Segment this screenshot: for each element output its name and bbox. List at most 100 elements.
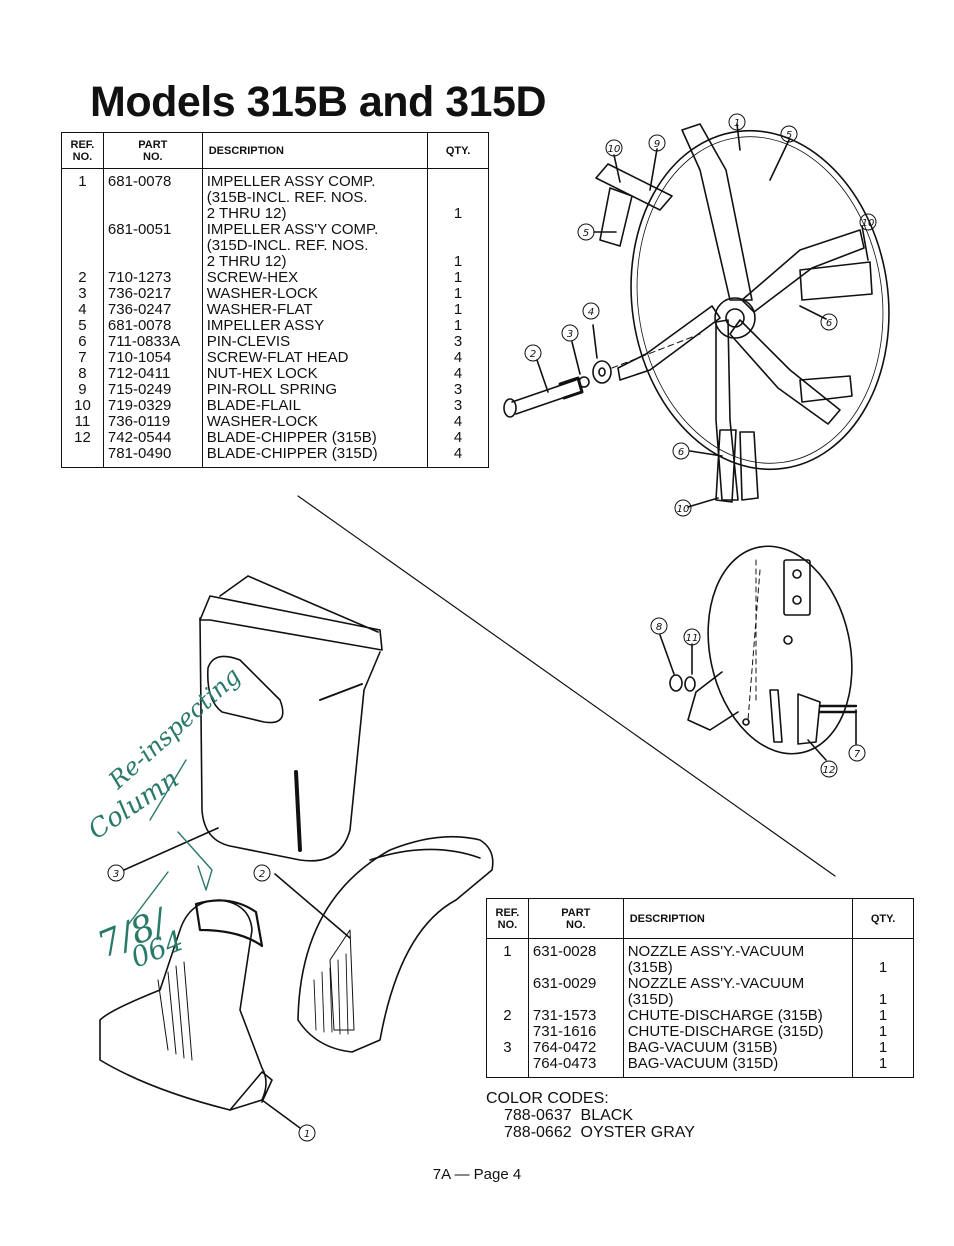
part-no-cell: 742-0544 (102, 430, 203, 446)
svg-text:6: 6 (826, 318, 832, 329)
qty-cell: 4 (427, 350, 489, 366)
qty-cell: 4 (427, 430, 489, 446)
description-cell: IMPELLER ASSY (201, 318, 429, 334)
color-codes-heading: COLOR CODES: (486, 1090, 609, 1107)
color-code-black: 788-0637 BLACK (504, 1107, 633, 1124)
ref-no-cell: 11 (61, 414, 104, 430)
qty-cell: 3 (427, 398, 489, 414)
header-description: DESCRIPTION (622, 898, 854, 939)
vacuum-callouts: 3 2 1 (107, 864, 316, 1142)
part-no-cell: 764-0473 (527, 1056, 624, 1072)
header-description: DESCRIPTION (201, 132, 429, 169)
svg-text:4: 4 (588, 307, 594, 318)
ref-no-cell: 2 (61, 270, 104, 286)
description-cell: WASHER-FLAT (201, 302, 429, 318)
description-cell: BAG-VACUUM (315B) (622, 1040, 854, 1056)
ref-no-cell: 1 (61, 174, 104, 222)
qty-cell: 4 (427, 414, 489, 430)
qty-cell: 1 (427, 318, 489, 334)
svg-text:1: 1 (304, 1129, 310, 1140)
qty-cell: ​1 (852, 944, 914, 976)
plate-callouts: 8 11 7 12 (650, 617, 866, 778)
ref-no-cell: 7 (61, 350, 104, 366)
ref-no-cell: 3 (61, 286, 104, 302)
svg-text:11: 11 (686, 633, 699, 644)
description-cell: WASHER-LOCK (201, 286, 429, 302)
ref-no-cell: ​ (61, 446, 104, 462)
nozzle-drawing (99, 899, 273, 1111)
handwritten-notes: Re-inspecting Column 7/8/ 064 (83, 662, 246, 975)
qty-cell: 3 (427, 334, 489, 350)
part-no-cell: 681-0078 (102, 174, 203, 222)
ref-no-cell: ​ (61, 222, 104, 270)
divider-line (297, 495, 836, 877)
callout-labels: 1 5 10 9 10 5 6 4 3 2 6 10 8 11 7 12 3 2… (107, 113, 877, 1142)
description-cell: WASHER-LOCK (201, 414, 429, 430)
header-ref-no: REF.NO. (486, 898, 529, 939)
ref-no-cell: 1 (486, 944, 529, 976)
qty-cell: 1 (427, 270, 489, 286)
part-no-cell: 711-0833A (102, 334, 203, 350)
svg-text:5: 5 (786, 130, 792, 141)
description-cell: CHUTE-DISCHARGE (315D) (622, 1024, 854, 1040)
part-no-cell: 764-0472 (527, 1040, 624, 1056)
header-qty: QTY. (852, 898, 914, 939)
part-no-cell: 736-0119 (102, 414, 203, 430)
ref-no-cell: 3 (486, 1040, 529, 1056)
part-no-cell: 736-0247 (102, 302, 203, 318)
part-no-cell: 631-0029 (527, 976, 624, 1008)
description-cell: IMPELLER ASSY COMP.(315B-INCL. REF. NOS.… (201, 174, 429, 222)
svg-text:3: 3 (113, 869, 119, 880)
part-no-cell: 710-1273 (102, 270, 203, 286)
description-cell: PIN-CLEVIS (201, 334, 429, 350)
svg-text:10: 10 (862, 218, 875, 229)
page-title: Models 315B and 315D (90, 78, 547, 126)
header-qty: QTY. (427, 132, 489, 169)
impeller-assembly-drawing (503, 123, 890, 508)
description-cell: SCREW-FLAT HEAD (201, 350, 429, 366)
description-cell: CHUTE-DISCHARGE (315B) (622, 1008, 854, 1024)
part-no-cell: 631-0028 (527, 944, 624, 976)
qty-cell: 4 (427, 366, 489, 382)
ref-no-cell: 4 (61, 302, 104, 318)
svg-text:8: 8 (656, 622, 662, 633)
impeller-callouts: 1 5 10 9 10 5 6 4 3 2 6 10 (524, 113, 877, 517)
description-cell: NUT-HEX LOCK (201, 366, 429, 382)
qty-cell: 1 (852, 1056, 914, 1072)
svg-text:5: 5 (583, 228, 589, 239)
svg-text:2: 2 (259, 869, 265, 880)
ref-no-cell: ​ (486, 1024, 529, 1040)
svg-text:1: 1 (734, 118, 740, 129)
svg-text:2: 2 (530, 349, 536, 360)
part-no-cell: 719-0329 (102, 398, 203, 414)
color-code-oyster-gray: 788-0662 OYSTER GRAY (504, 1124, 695, 1141)
part-no-cell: 731-1573 (527, 1008, 624, 1024)
description-cell: IMPELLER ASS'Y COMP.(315D-INCL. REF. NOS… (201, 222, 429, 270)
ref-no-cell: 6 (61, 334, 104, 350)
qty-cell: ​​1 (427, 222, 489, 270)
qty-cell: ​​1 (427, 174, 489, 222)
part-no-cell: 712-0411 (102, 366, 203, 382)
svg-text:3: 3 (567, 329, 573, 340)
description-cell: BLADE-CHIPPER (315D) (201, 446, 429, 462)
color-codes: COLOR CODES: 788-0637 BLACK 788-0662 OYS… (486, 1090, 695, 1141)
ref-no-cell: 10 (61, 398, 104, 414)
